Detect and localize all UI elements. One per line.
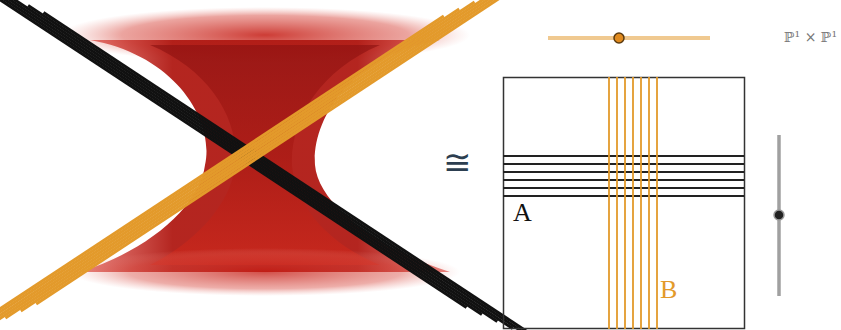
horizontal-line [503, 171, 744, 173]
black-ruling [13, 0, 513, 329]
horizontal-line [503, 155, 744, 157]
horizontal-line [503, 195, 744, 197]
vertical-line [648, 77, 650, 329]
vertical-line [640, 77, 642, 329]
gray-slider [774, 135, 784, 296]
horizontal-line [503, 179, 744, 181]
orange-ruling [36, 0, 536, 304]
orange-slider [548, 33, 710, 43]
vertical-line [656, 77, 658, 329]
vertical-line [608, 77, 610, 329]
isomorphism-symbol: ≅ [443, 145, 471, 179]
horizontal-line [503, 187, 744, 189]
family-label: B [660, 277, 677, 303]
product-square [503, 77, 745, 329]
black-ruling [44, 13, 544, 330]
vertical-line [616, 77, 618, 329]
family-label: A [513, 200, 532, 226]
horizontal-line [503, 163, 744, 165]
vertical-line [632, 77, 634, 329]
ruling-lines [0, 0, 544, 330]
vertical-line [624, 77, 626, 329]
space-label: ℙ¹ × ℙ¹ [784, 30, 837, 44]
